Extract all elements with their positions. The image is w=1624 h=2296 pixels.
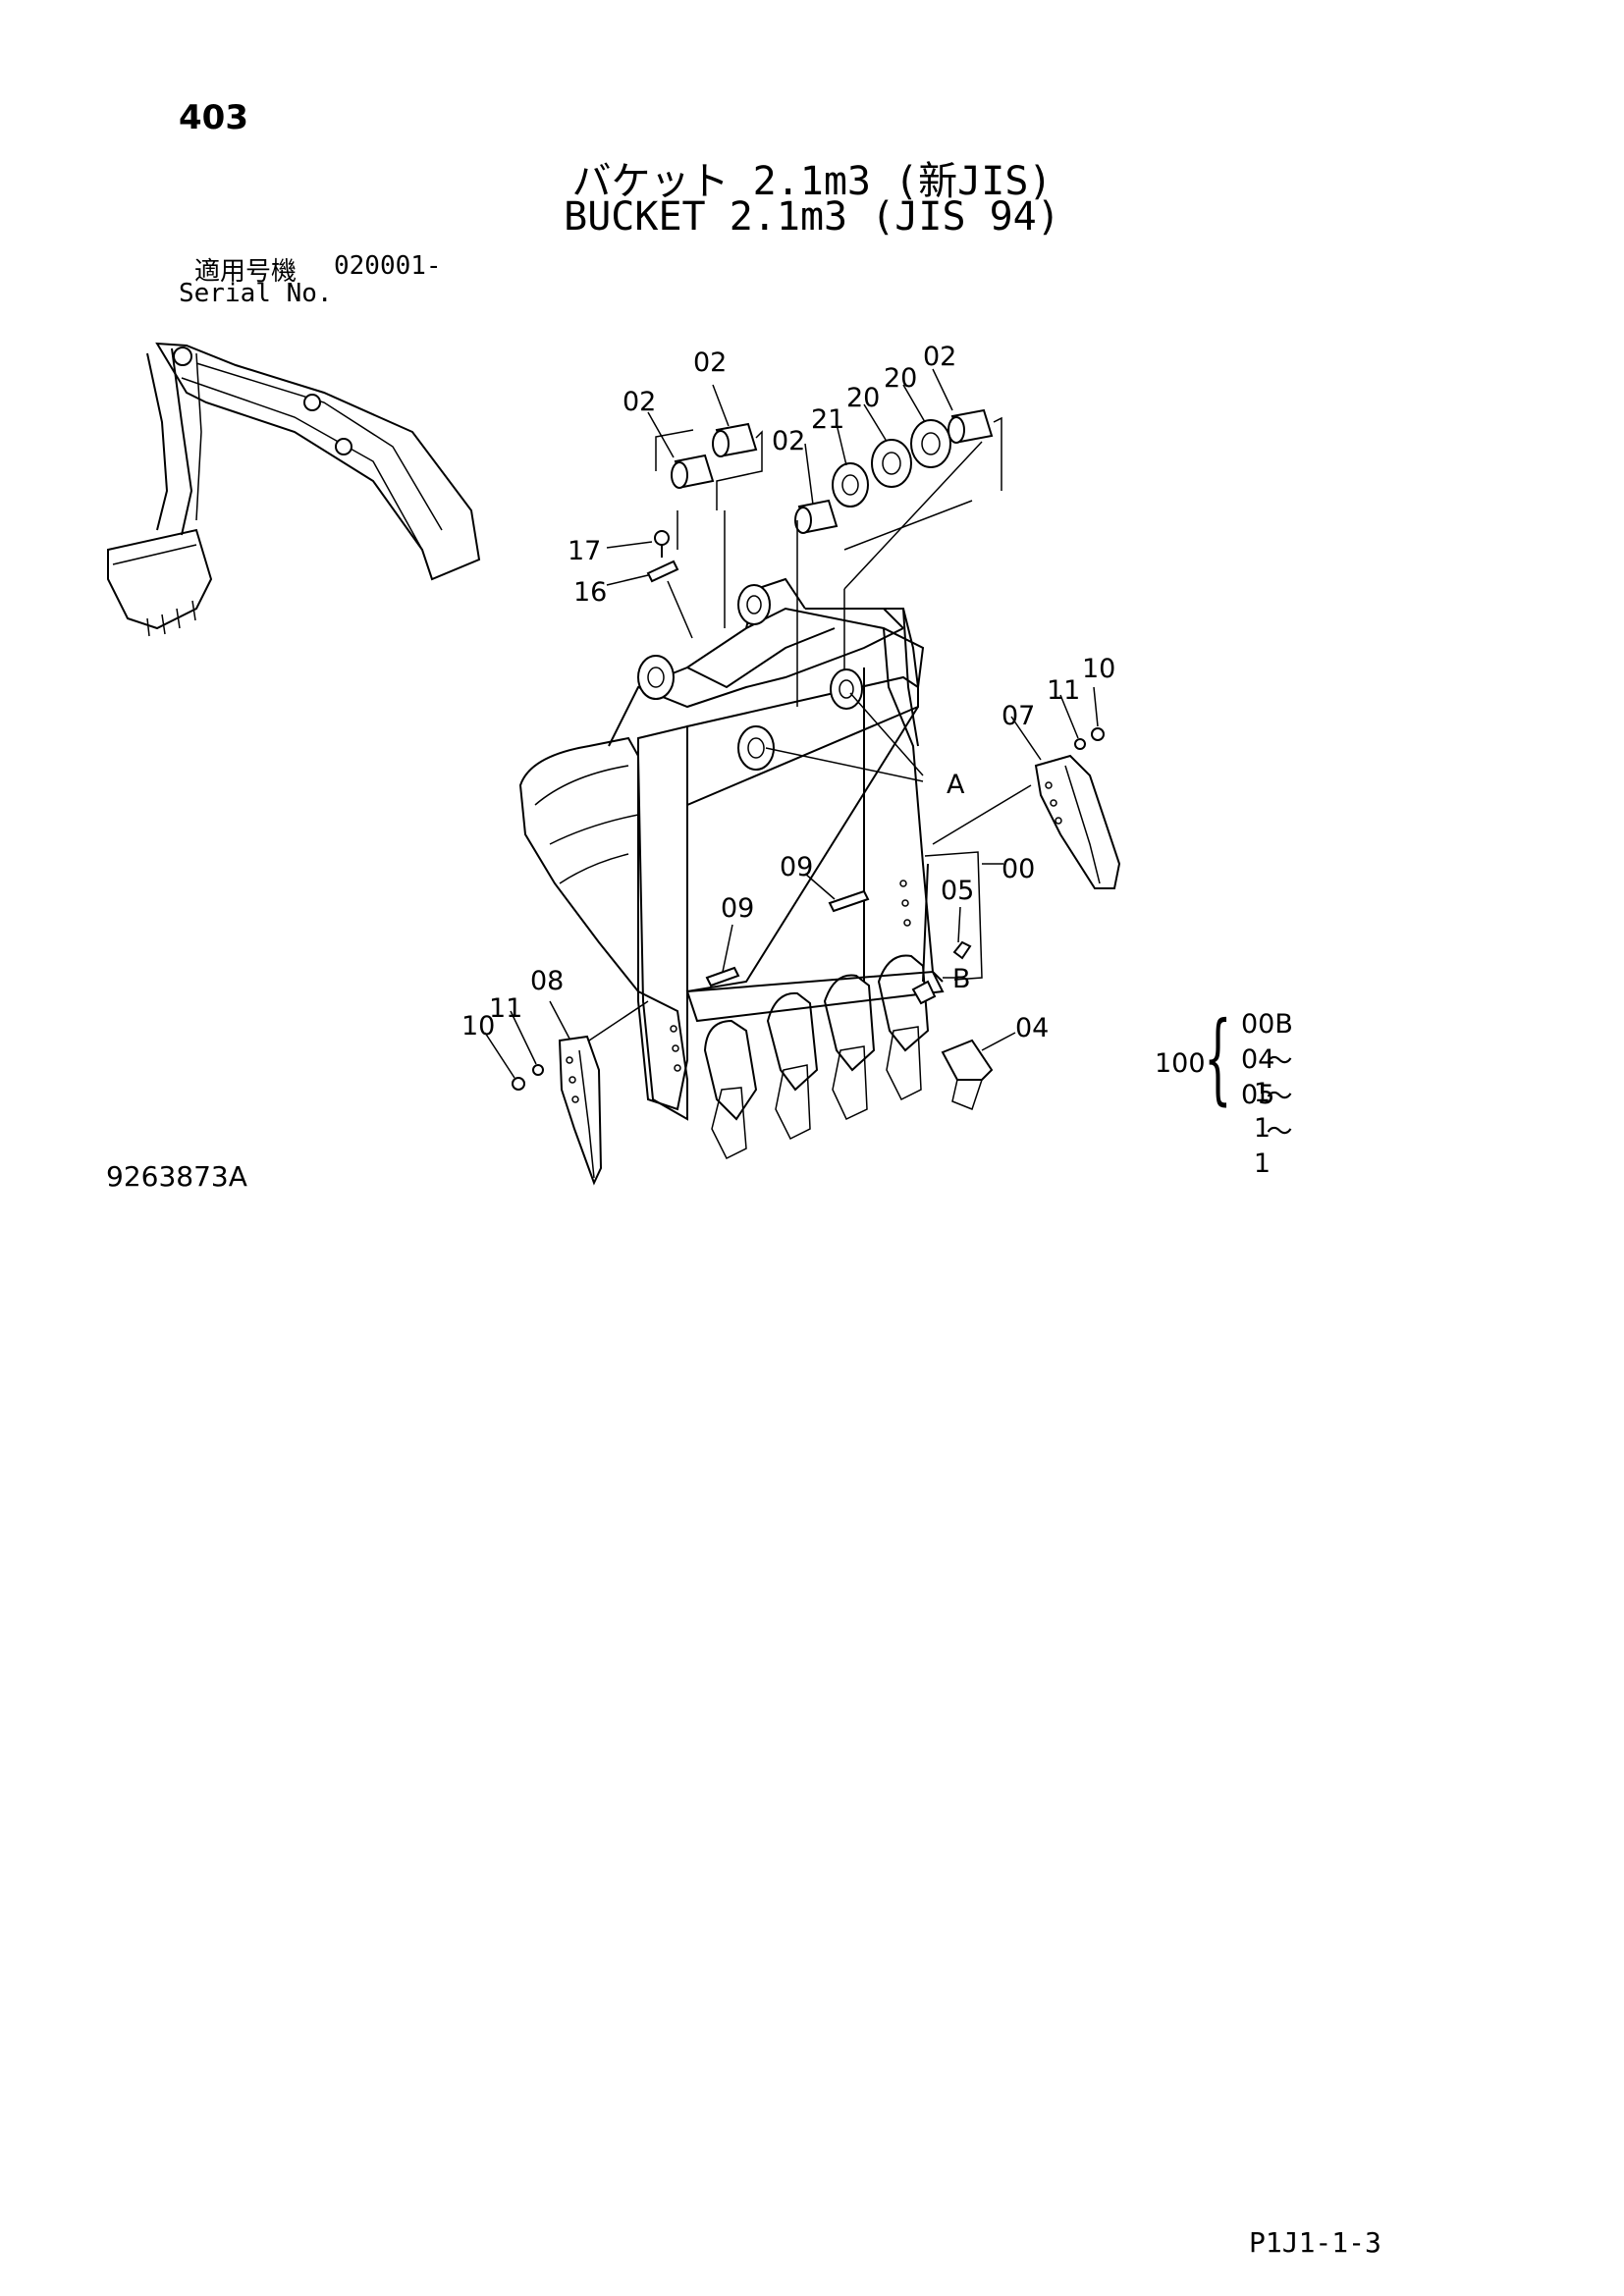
callout-B: B — [952, 964, 971, 994]
serial-value: 020001- — [334, 251, 442, 281]
callout-09-a: 09 — [780, 852, 813, 882]
callout-02-a: 02 — [623, 387, 656, 417]
callout-11-a: 11 — [1047, 675, 1080, 706]
side-cutter-left — [512, 1000, 649, 1186]
kit-row: 05～1 — [1241, 1080, 1318, 1179]
callout-02-b: 02 — [693, 347, 727, 378]
serial-label-english: Serial No. — [179, 279, 333, 308]
kit-row-code: 05 — [1241, 1080, 1275, 1110]
callout-02-c: 02 — [772, 426, 805, 456]
kit-row-code: 00B — [1241, 1009, 1293, 1040]
side-cutter-right — [932, 727, 1121, 889]
kit-row-tilde: ～ — [1266, 1046, 1293, 1077]
callout-02-d: 02 — [923, 342, 956, 372]
kit-row-qty: 1 — [1253, 1078, 1271, 1108]
kit-brace: { — [1204, 1000, 1232, 1115]
callout-11-b: 11 — [489, 993, 522, 1024]
callout-05: 05 — [941, 876, 974, 906]
drawing-number: 9263873A — [106, 1160, 247, 1193]
excavator-attachment-thumbnail — [107, 342, 481, 637]
callout-A: A — [947, 770, 965, 800]
serial-label-japanese: 適用号機 — [194, 257, 298, 287]
callout-08: 08 — [530, 966, 564, 996]
callout-21: 21 — [811, 404, 844, 435]
title-english: BUCKET 2.1m3 (JIS 94) — [564, 194, 1060, 240]
callout-20-b: 20 — [884, 363, 917, 394]
leader-lines — [484, 368, 1099, 1079]
callout-10-a: 10 — [1082, 654, 1115, 684]
callout-00: 00 — [1001, 854, 1035, 884]
bolts — [705, 889, 870, 988]
callout-17: 17 — [568, 536, 601, 566]
callout-09-b: 09 — [721, 893, 754, 924]
kit-row-qty: 1 — [1253, 1148, 1271, 1179]
bucket-teeth — [703, 940, 994, 1160]
bushings-and-shims — [655, 408, 1002, 707]
callout-16: 16 — [573, 577, 607, 608]
bucket-body — [518, 577, 945, 1121]
kit-row-qty: 1 — [1253, 1113, 1271, 1144]
callout-labels: 02 02 02 21 20 20 02 17 16 A 00 09 09 05… — [461, 342, 1115, 1043]
kit-row-tilde: ～ — [1266, 1117, 1293, 1148]
callout-10-b: 10 — [461, 1011, 495, 1041]
kit-row: 00B ～1 — [1241, 1009, 1318, 1108]
kit-row-code: 04 — [1241, 1044, 1275, 1075]
kit-number: 100 — [1155, 1048, 1206, 1079]
pin-and-plate — [646, 530, 693, 639]
callout-20-a: 20 — [846, 383, 880, 413]
page-code: P1J1-1-3 — [1249, 2226, 1381, 2259]
callout-07: 07 — [1001, 701, 1035, 731]
kit-row: 04～1 — [1241, 1044, 1318, 1144]
callout-04: 04 — [1015, 1013, 1049, 1043]
page-number: 403 — [179, 98, 248, 137]
title-japanese: バケット 2.1m3 (新JIS) — [571, 159, 1053, 204]
kit-row-tilde: ～ — [1266, 1082, 1293, 1112]
